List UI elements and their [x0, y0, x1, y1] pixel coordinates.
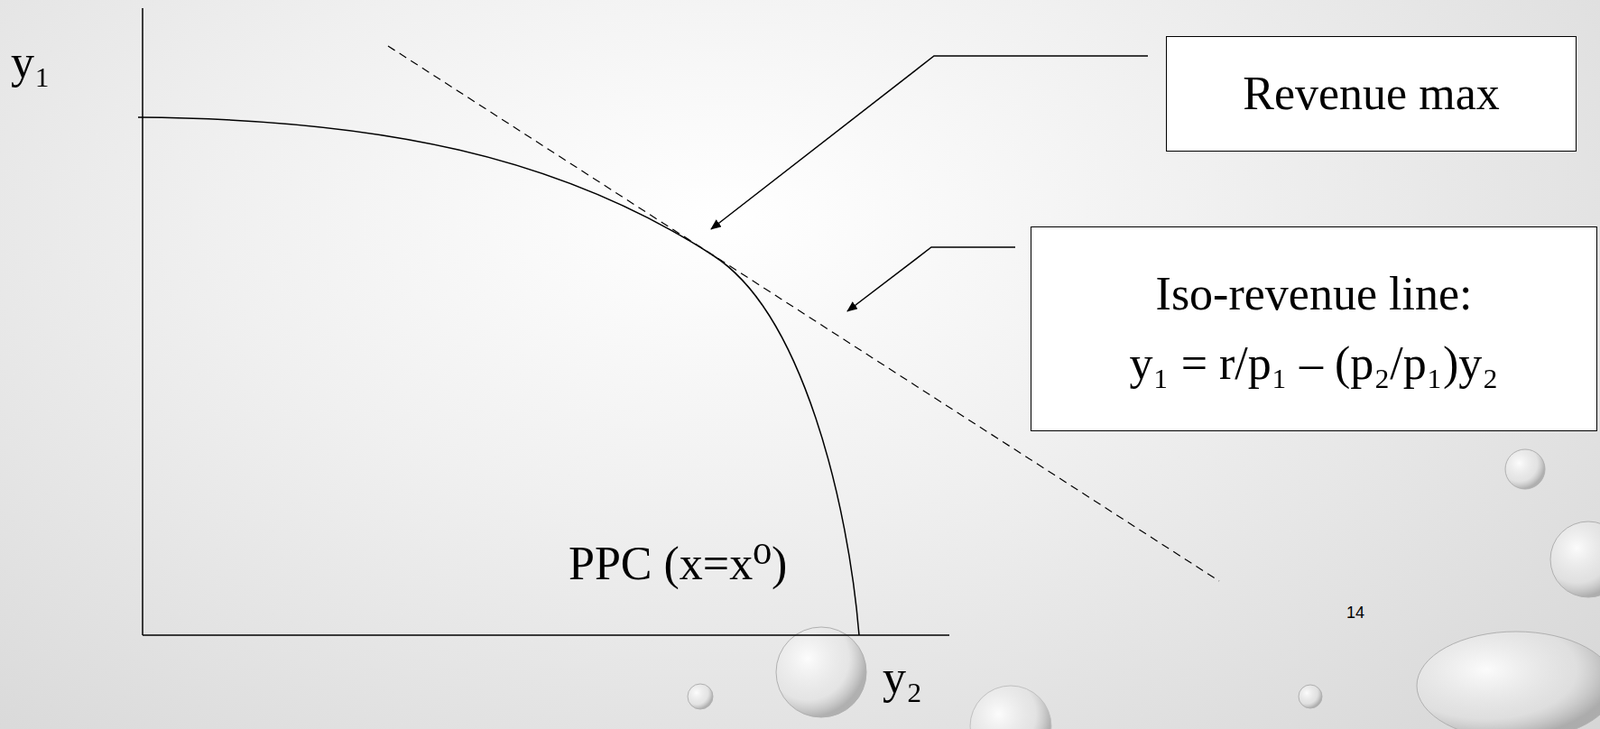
leader-arrow: [847, 247, 1016, 312]
decor-bubbles: [687, 449, 1600, 729]
axis-label: y₂: [882, 651, 923, 703]
y-axis: [141, 8, 144, 636]
page-number: 14: [1346, 604, 1365, 623]
callout-box: Iso-revenue line: y₁ = r/p₁ – (p₂/p₁)y₂: [1030, 226, 1598, 432]
callout-text: Iso-revenue line:: [1156, 266, 1473, 323]
equation-text: y₁ = r/p₁ – (p₂/p₁)y₂: [1129, 335, 1499, 392]
x-axis: [142, 634, 950, 637]
callout-text: Revenue max: [1242, 65, 1499, 122]
curve-label: PPC (x=x⁰): [568, 537, 787, 590]
leader-arrow: [711, 55, 1148, 230]
ppc-curve: [138, 117, 860, 636]
callout-box: Revenue max: [1165, 36, 1577, 152]
axis-label: y₁: [10, 36, 51, 88]
